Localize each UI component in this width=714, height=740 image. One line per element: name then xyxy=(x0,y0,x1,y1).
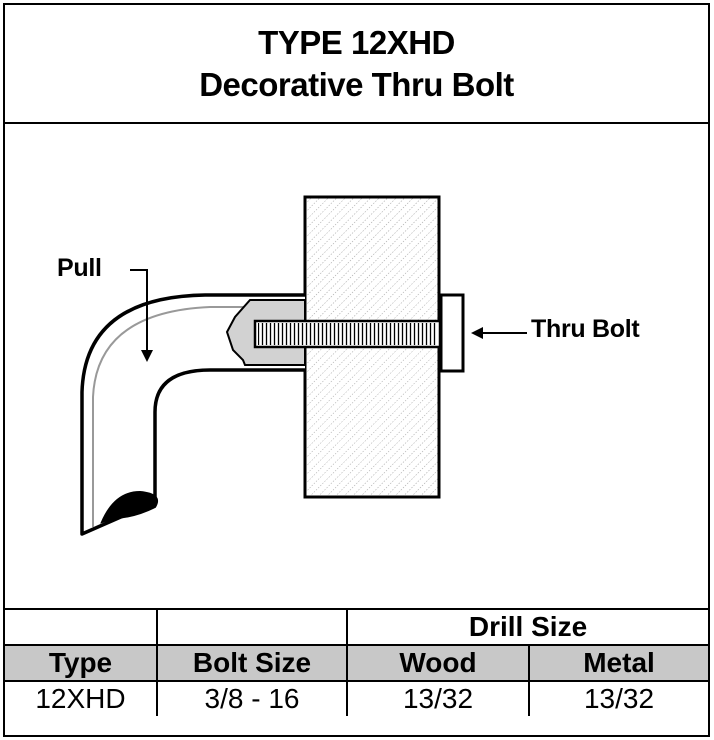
spec-table: Drill Size Type Bolt Size Wood Metal 12X… xyxy=(5,608,709,716)
col-header-wood: Wood xyxy=(346,644,530,682)
cell-type: 12XHD xyxy=(5,680,158,716)
group-header-row: Drill Size xyxy=(5,608,709,646)
cell-wood: 13/32 xyxy=(346,680,530,716)
thru-bolt-label: Thru Bolt xyxy=(531,315,640,343)
cell-bolt-size: 3/8 - 16 xyxy=(156,680,348,716)
cell-metal: 13/32 xyxy=(527,680,709,716)
drill-size-header: Drill Size xyxy=(345,608,709,646)
column-header-row: Type Bolt Size Wood Metal xyxy=(5,644,709,682)
bolt-head xyxy=(439,293,465,373)
title-block: TYPE 12XHD Decorative Thru Bolt xyxy=(5,5,708,124)
pull-end xyxy=(100,490,159,524)
diagram: Pull Thru Bolt xyxy=(5,122,708,608)
empty-cell xyxy=(5,608,158,646)
empty-cell xyxy=(156,608,348,646)
table-row: 12XHD 3/8 - 16 13/32 13/32 xyxy=(5,680,709,716)
col-header-bolt-size: Bolt Size xyxy=(156,644,348,682)
col-header-type: Type xyxy=(5,644,158,682)
title-description: Decorative Thru Bolt xyxy=(199,65,514,103)
spec-card: TYPE 12XHD Decorative Thru Bolt xyxy=(3,3,710,737)
title-type: TYPE 12XHD xyxy=(258,23,455,61)
thru-bolt-illustration xyxy=(80,195,527,536)
col-header-metal: Metal xyxy=(527,644,709,682)
pull-label: Pull xyxy=(57,254,102,282)
